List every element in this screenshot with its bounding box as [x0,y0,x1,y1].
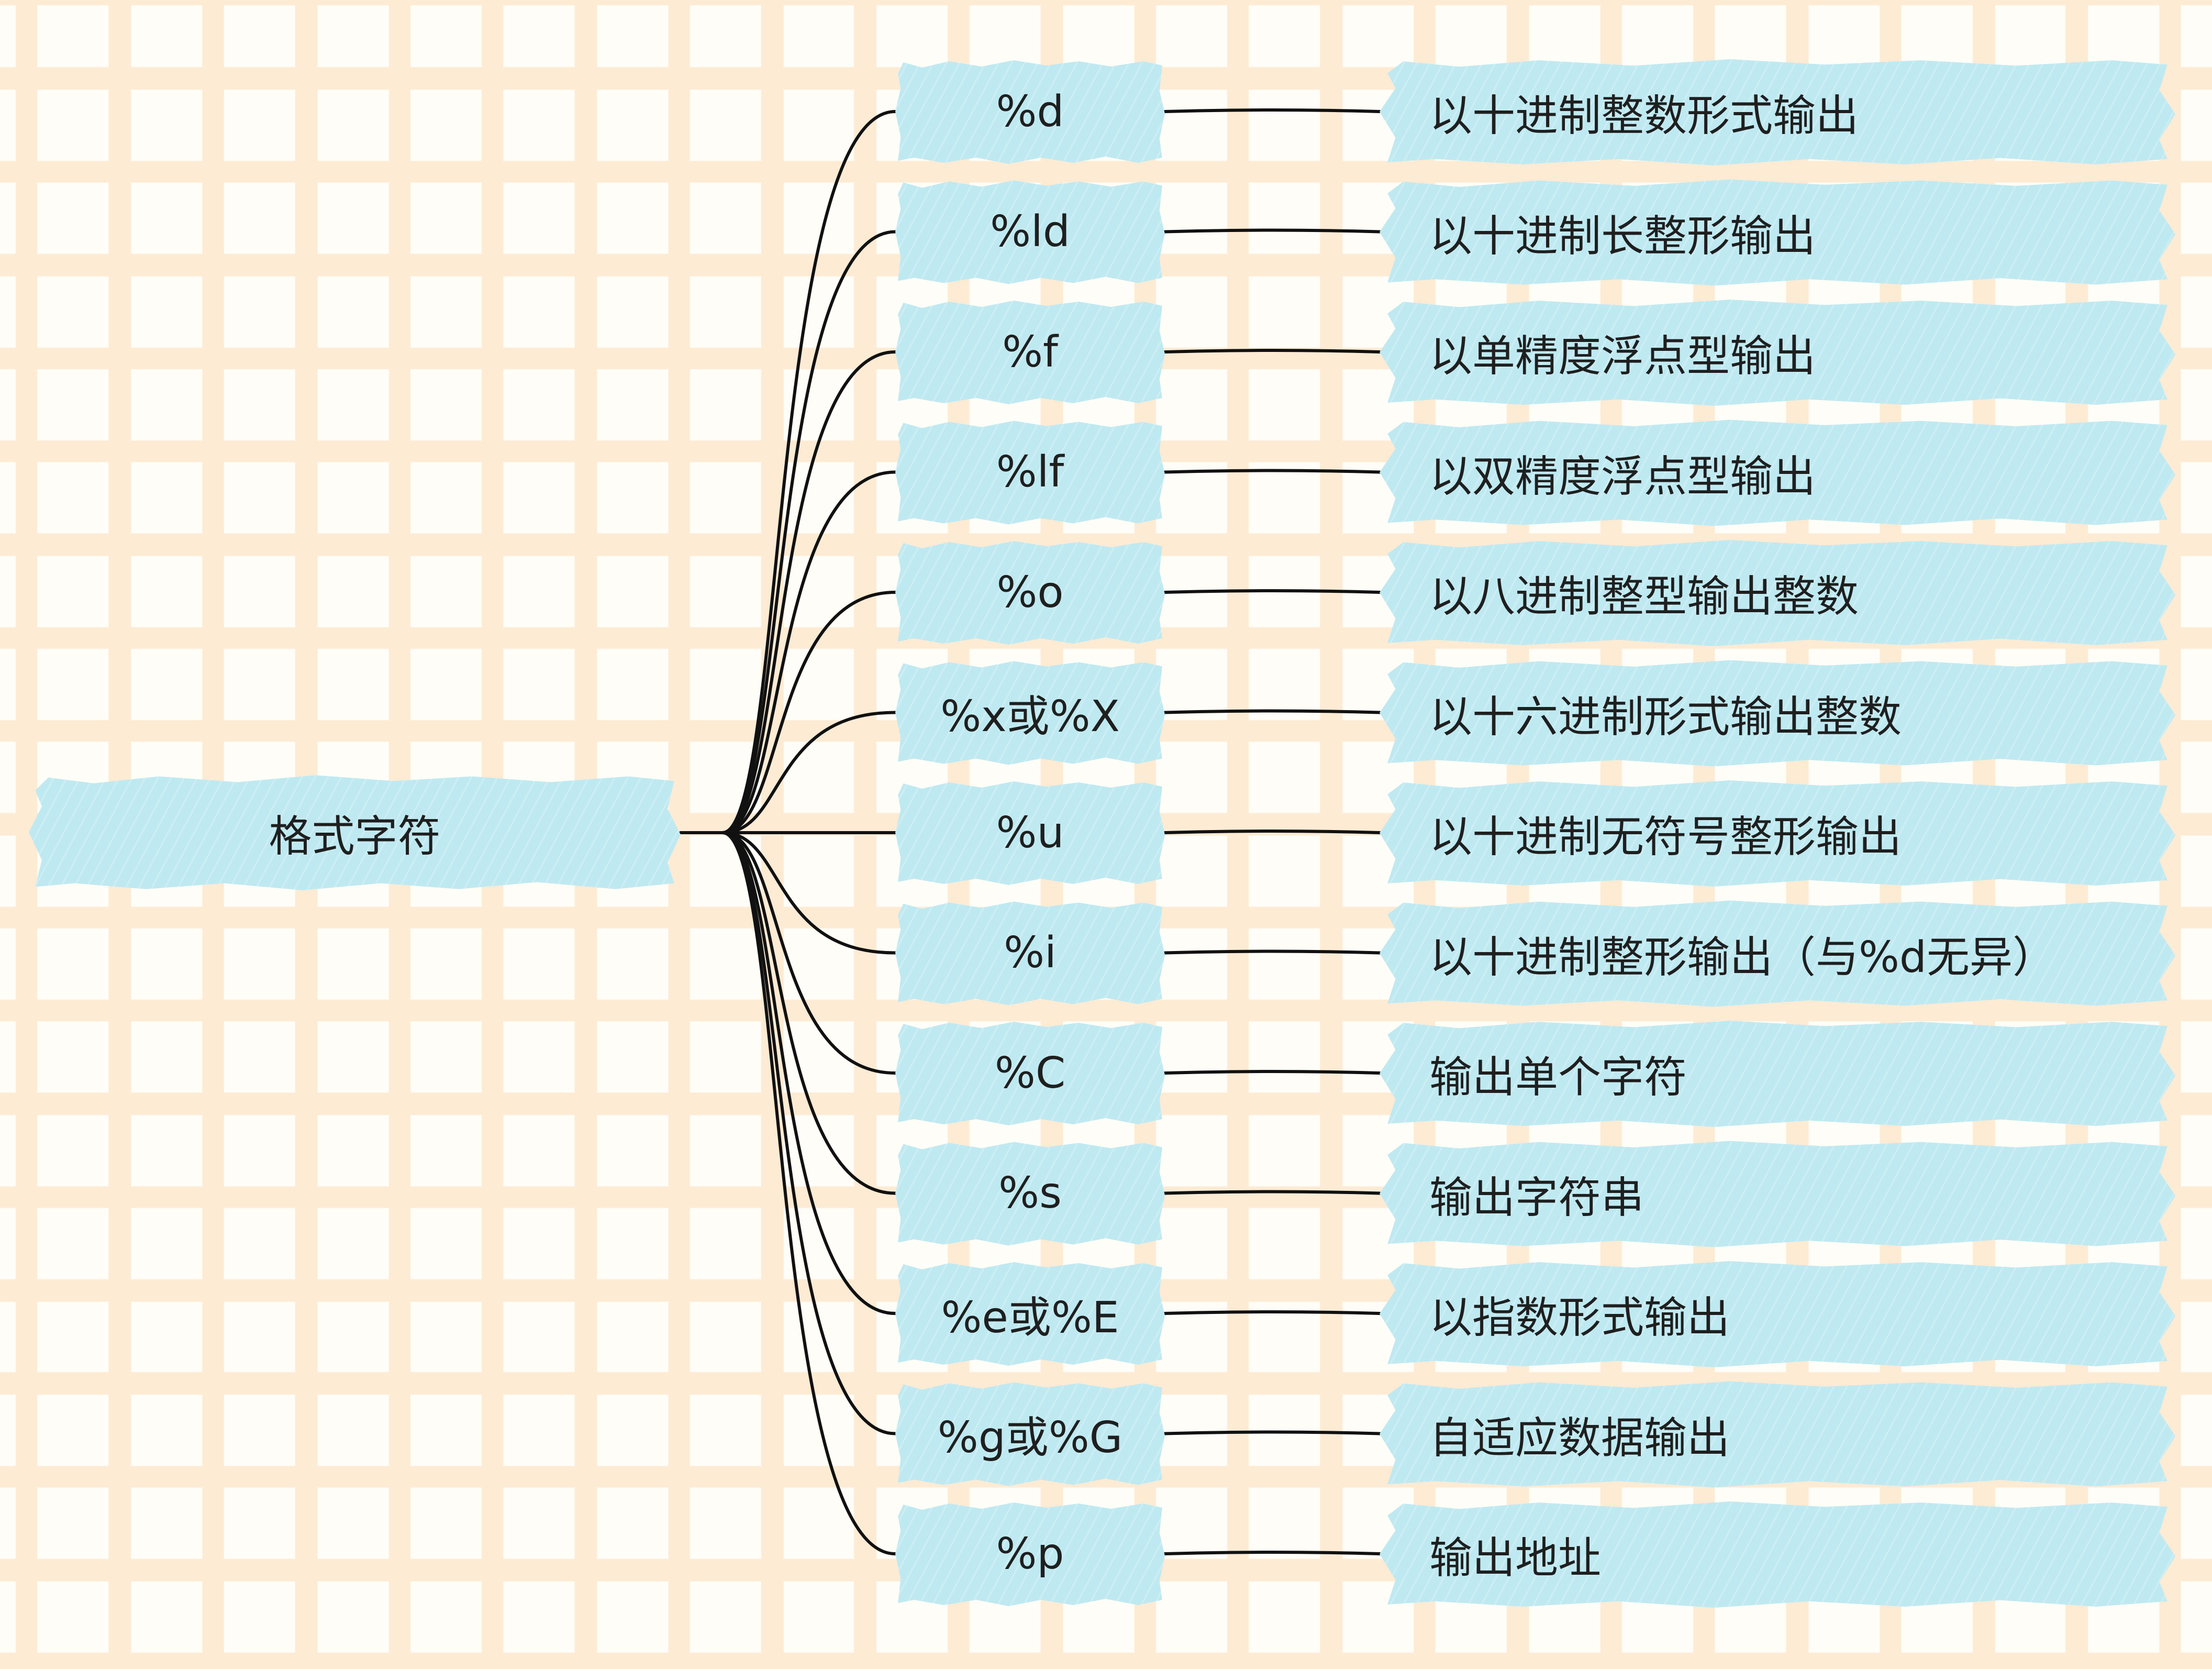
format-desc-label: 自适应数据输出 [1429,1413,1730,1463]
format-desc-node[interactable]: 以八进制整型输出整数 [1380,540,2175,646]
format-desc-node[interactable]: 以双精度浮点型输出 [1380,419,2175,526]
format-key-label: %i [1004,928,1057,978]
format-desc-node[interactable]: 以指数形式输出 [1380,1261,2175,1367]
format-desc-label: 以十六进制形式输出整数 [1429,692,1902,742]
root-node[interactable]: 格式字符 [29,775,681,890]
format-desc-node[interactable]: 输出地址 [1380,1501,2175,1608]
branch-connector [721,831,897,1315]
format-key-node[interactable]: %e或%E [895,1262,1165,1366]
format-key-node[interactable]: %p [895,1502,1165,1606]
format-desc-label: 以单精度浮点型输出 [1429,331,1816,381]
format-key-label: %f [1002,327,1058,377]
format-key-label: %e或%E [941,1292,1119,1343]
format-key-label: %g或%G [937,1413,1123,1463]
format-key-label: %ld [990,207,1070,257]
branch-connector [721,711,897,834]
format-key-label: %lf [996,447,1064,497]
branch-connector [721,831,897,1555]
branch-connector [721,350,897,834]
format-key-node[interactable]: %x或%X [895,661,1165,765]
format-key-node[interactable]: %o [895,541,1165,645]
format-desc-node[interactable]: 输出单个字符 [1380,1021,2175,1127]
leaf-connector [1163,1190,1381,1195]
format-key-label: %u [996,808,1064,858]
leaf-connector [1163,949,1381,955]
format-desc-node[interactable]: 输出字符串 [1380,1141,2175,1247]
format-desc-label: 以十进制长整形输出 [1429,211,1816,261]
format-key-node[interactable]: %lf [895,421,1165,525]
format-desc-node[interactable]: 以十进制无符号整形输出 [1380,780,2175,887]
leaf-connector [1163,1551,1381,1555]
leaf-connector [1163,1430,1381,1435]
format-desc-node[interactable]: 以十进制整形输出（与%d无异） [1380,900,2175,1007]
leaf-connector [1163,709,1381,714]
leaf-connector [1163,228,1381,234]
format-key-node[interactable]: %C [895,1022,1165,1125]
format-key-node[interactable]: %f [895,301,1165,404]
format-key-node[interactable]: %i [895,901,1165,1005]
branch-connector [721,110,897,834]
format-desc-label: 以八进制整型输出整数 [1429,572,1859,622]
format-desc-label: 输出单个字符 [1429,1053,1687,1102]
format-key-node[interactable]: %d [895,60,1165,164]
format-desc-node[interactable]: 以十六进制形式输出整数 [1380,660,2175,767]
format-desc-node[interactable]: 以十进制长整形输出 [1380,179,2175,286]
format-desc-node[interactable]: 以十进制整数形式输出 [1380,59,2175,165]
format-key-node[interactable]: %u [895,781,1165,885]
format-desc-node[interactable]: 以单精度浮点型输出 [1380,300,2175,406]
format-desc-label: 以十进制无符号整形输出 [1429,812,1902,862]
format-desc-label: 输出地址 [1429,1533,1602,1583]
leaf-connector [1163,469,1381,474]
root-label: 格式字符 [269,811,441,861]
format-key-label: %d [996,86,1064,137]
format-desc-label: 以指数形式输出 [1429,1293,1730,1343]
leaf-connector [1163,1310,1381,1315]
branch-connector [721,831,897,1435]
branch-connector [721,591,897,834]
leaf-connector [1163,1070,1381,1075]
branch-connector [721,470,897,834]
format-desc-label: 输出字符串 [1429,1173,1644,1223]
leaf-connector [1163,349,1381,353]
format-desc-label: 以十进制整形输出（与%d无异） [1429,932,2055,982]
format-key-label: %C [994,1048,1066,1098]
branch-connector [721,831,897,955]
branch-connector [721,831,897,1195]
format-key-label: %s [998,1168,1062,1218]
format-key-label: %o [996,567,1064,617]
format-key-node[interactable]: %ld [895,180,1165,284]
leaf-connector [1163,830,1381,834]
format-key-node[interactable]: %g或%G [895,1382,1165,1486]
leaf-connector [1163,108,1381,113]
branch-connector [721,831,897,1075]
format-desc-node[interactable]: 自适应数据输出 [1380,1381,2175,1488]
format-key-label: %x或%X [940,692,1120,742]
format-desc-label: 以双精度浮点型输出 [1429,451,1816,502]
leaf-connector [1163,589,1381,594]
format-key-node[interactable]: %s [895,1142,1165,1246]
format-desc-label: 以十进制整数形式输出 [1429,91,1859,141]
format-key-label: %p [996,1529,1064,1579]
branch-connector [721,230,897,834]
